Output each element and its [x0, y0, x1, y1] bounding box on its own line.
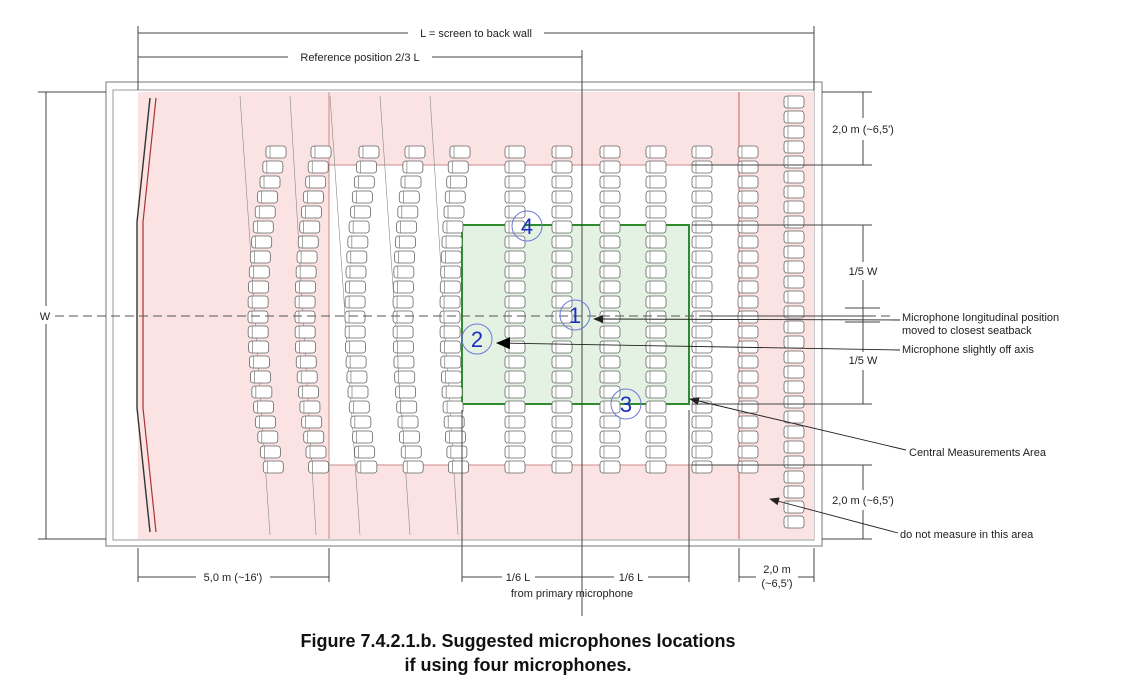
longitudinal-position-label-line1: Microphone longitudinal position	[902, 312, 1059, 324]
longitudinal-leader	[593, 315, 901, 324]
svg-text:3: 3	[620, 392, 632, 417]
central-area-label: Central Measurements Area	[909, 447, 1047, 459]
width-label: W	[40, 311, 51, 323]
fifth-w-top-label: 1/5 W	[849, 266, 878, 278]
microphone-3: 3	[610, 388, 642, 420]
screen-surface	[142, 97, 157, 533]
bottom-margin-label: 2,0 m (~6,5')	[832, 495, 894, 507]
sixth-l-left-label: 1/6 L	[506, 572, 530, 584]
leader-lines	[496, 315, 907, 534]
figure-caption-line1: Figure 7.4.2.1.b. Suggested microphones …	[300, 631, 736, 651]
top-margin-label: 2,0 m (~6,5')	[832, 124, 894, 136]
bottom-dimensions	[137, 410, 815, 582]
microphone-1: 1	[559, 299, 591, 331]
screen-outline	[136, 97, 151, 533]
svg-text:2: 2	[471, 327, 483, 352]
off-axis-label: Microphone slightly off axis	[902, 344, 1034, 356]
do-not-measure-label: do not measure in this area	[900, 529, 1034, 541]
front-zone-label: 5,0 m (~16')	[204, 572, 263, 584]
svg-text:4: 4	[521, 214, 533, 239]
sixth-l-right-label: 1/6 L	[619, 572, 643, 584]
seating	[239, 95, 805, 536]
screen-to-back-wall-label: L = screen to back wall	[420, 28, 532, 40]
fifth-w-bottom-label: 1/5 W	[849, 355, 878, 367]
microphones: 1 2 3 4	[461, 210, 642, 420]
microphone-2: 2	[461, 323, 493, 355]
central-area-leader	[689, 397, 907, 451]
from-primary-label: from primary microphone	[511, 588, 633, 600]
do-not-measure-leader	[769, 497, 899, 534]
microphone-4: 4	[511, 210, 543, 242]
right-dimensions	[692, 91, 880, 540]
figure-caption-line2: if using four microphones.	[404, 655, 632, 675]
top-dimensions	[137, 26, 815, 616]
width-dimension	[38, 91, 106, 540]
rear-zone-label-line1: 2,0 m	[763, 564, 791, 576]
rear-zone-label-line2: (~6,5')	[761, 578, 792, 590]
reference-position-label: Reference position 2/3 L	[300, 52, 419, 64]
figure-caption: Figure 7.4.2.1.b. Suggested microphones …	[0, 629, 1036, 677]
room-outer-wall	[105, 81, 823, 547]
longitudinal-position-label-line2: moved to closest seatback	[902, 325, 1032, 337]
off-axis-leader	[496, 337, 901, 351]
svg-text:1: 1	[569, 303, 581, 328]
